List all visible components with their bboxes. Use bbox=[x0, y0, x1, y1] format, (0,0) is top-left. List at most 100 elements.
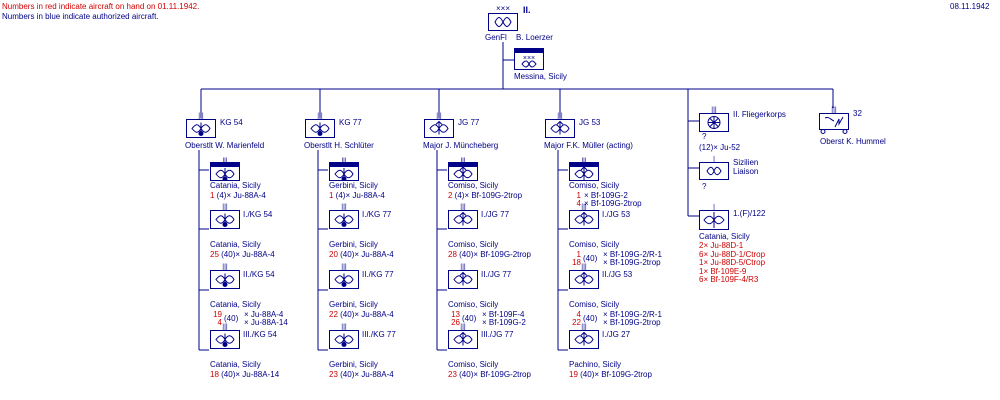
on-hand-count: 26 bbox=[451, 318, 460, 327]
recon-location: Catania, Sicily bbox=[699, 232, 750, 241]
unit-0-stab-location: Catania, Sicily bbox=[210, 181, 261, 190]
transport-unit-symbol: ||| bbox=[699, 107, 729, 132]
unit-1-stab-location: Gerbini, Sicily bbox=[329, 181, 378, 190]
corps-name: II. bbox=[523, 5, 531, 15]
unit-0-group-1-location: Catania, Sicily bbox=[210, 300, 261, 309]
svg-text:|: | bbox=[713, 204, 715, 211]
unit-0-group-1-name: II./KG 54 bbox=[243, 270, 275, 279]
unit-3-stab-symbol: III bbox=[569, 158, 599, 181]
corps-symbol: ××× bbox=[488, 4, 518, 31]
unit-3-group-0-aircraft-line: 1× Bf-109G-2/R-1 bbox=[569, 250, 662, 259]
unit-2-group-1-location: Comiso, Sicily bbox=[448, 300, 499, 309]
unit-1-group-2-symbol: ||| bbox=[329, 324, 359, 349]
unit-3-group-1-location: Comiso, Sicily bbox=[569, 300, 620, 309]
legend-blue-note: Numbers in blue indicate authorized airc… bbox=[2, 12, 159, 21]
on-hand-count: 22 bbox=[329, 310, 341, 319]
aircraft-type: × Bf-109G-2trop bbox=[603, 258, 661, 267]
unit-2-stab-location: Comiso, Sicily bbox=[448, 181, 499, 190]
aircraft-type: (40)× Ju-88A-14 bbox=[221, 370, 280, 379]
unit-3-group-2-aircraft: 19 (40)× Bf-109G-2trop bbox=[569, 370, 652, 379]
aircraft-type: (40)× Bf-109G-2trop bbox=[459, 370, 531, 379]
unit-2-stab-symbol: III bbox=[448, 158, 478, 181]
unit-0-symbol: ||| bbox=[186, 113, 216, 138]
recon-aircraft-line: 6× Bf-109F-4/R3 bbox=[699, 275, 759, 284]
unit-0-stab-aircraft: 1 (4)× Ju-88A-4 bbox=[210, 191, 266, 200]
svg-text:|||: ||| bbox=[317, 113, 323, 120]
on-hand-count: 18 bbox=[572, 258, 581, 267]
svg-text:III: III bbox=[581, 158, 586, 164]
unit-1-symbol: ||| bbox=[305, 113, 335, 138]
liaison-name-1: Sizilien bbox=[733, 158, 759, 167]
unit-0-group-2-name: III./KG 54 bbox=[243, 330, 277, 339]
svg-text:III: III bbox=[222, 158, 227, 164]
unit-1-stab-symbol: III bbox=[329, 158, 359, 181]
unit-3-group-1-authorized: (40) bbox=[583, 314, 598, 323]
aircraft-type: (40)× Bf-109G-2trop bbox=[459, 250, 531, 259]
chart-date: 08.11.1942 bbox=[950, 2, 990, 11]
unit-2-group-1-aircraft-line: 26× Bf-109G-2 bbox=[448, 318, 526, 327]
unit-2-group-0-symbol: ||| bbox=[448, 204, 478, 229]
unit-0-group-2-location: Catania, Sicily bbox=[210, 360, 261, 369]
svg-text:|||: ||| bbox=[460, 324, 466, 331]
unit-1-group-1-aircraft: 22 (40)× Ju-88A-4 bbox=[329, 310, 394, 319]
unit-0-group-0-symbol: ||| bbox=[210, 204, 240, 229]
svg-text:|||: ||| bbox=[198, 113, 204, 120]
svg-text:|: | bbox=[713, 156, 715, 163]
on-hand-count: 1 bbox=[576, 191, 581, 200]
on-hand-count: 1 bbox=[329, 191, 336, 200]
unit-2-group-2-aircraft: 23 (40)× Bf-109G-2trop bbox=[448, 370, 531, 379]
unit-0-group-0-aircraft: 25 (40)× Ju-88A-4 bbox=[210, 250, 275, 259]
unit-0-group-1-authorized: (40) bbox=[224, 314, 239, 323]
unit-1-stab-aircraft: 1 (4)× Ju-88A-4 bbox=[329, 191, 385, 200]
svg-text:|||: ||| bbox=[222, 264, 228, 271]
recon-aircraft-line: 1× Bf-109E-9 bbox=[699, 266, 747, 276]
unit-3-group-2-symbol: ||| bbox=[569, 324, 599, 349]
aircraft-type: (40)× Ju-88A-4 bbox=[340, 250, 394, 259]
unit-1-group-0-symbol: ||| bbox=[329, 204, 359, 229]
unit-1-group-1-symbol: ||| bbox=[329, 264, 359, 289]
on-hand-count: 18 bbox=[210, 370, 222, 379]
fliegerkorps-aircraft: (12)× Ju-52 bbox=[699, 143, 741, 152]
svg-text:|||: ||| bbox=[436, 113, 442, 120]
unit-0-name: KG 54 bbox=[220, 118, 243, 127]
svg-text:|||: ||| bbox=[460, 264, 466, 271]
aircraft-type: (40)× Ju-88A-4 bbox=[340, 370, 394, 379]
unit-0-group-2-symbol: ||| bbox=[210, 324, 240, 349]
unit-3-group-1-name: II./JG 53 bbox=[602, 270, 633, 279]
aircraft-type: (4)× Bf-109G-2trop bbox=[454, 191, 523, 200]
svg-text:|||: ||| bbox=[581, 204, 587, 211]
svg-text:|||: ||| bbox=[557, 113, 563, 120]
unit-1-group-0-location: Gerbini, Sicily bbox=[329, 240, 378, 249]
unit-0-group-0-name: I./KG 54 bbox=[243, 210, 273, 219]
unit-3-group-0-aircraft-line: 18 × Bf-109G-2trop bbox=[569, 258, 661, 267]
on-hand-count: 22 bbox=[572, 318, 581, 327]
recon-aircraft-line: 1× Ju-88D-5/Ctrop bbox=[699, 258, 766, 267]
unit-3-group-1-aircraft-line: 22× Bf-109G-2trop bbox=[569, 318, 661, 327]
unit-2-group-1-name: II./JG 77 bbox=[481, 270, 512, 279]
on-hand-count: 4 bbox=[576, 310, 581, 319]
on-hand-count: 23 bbox=[329, 370, 341, 379]
svg-text:|||: ||| bbox=[222, 324, 228, 331]
on-hand-count: 4 bbox=[576, 199, 581, 208]
aircraft-type: × Bf-109G-2trop bbox=[584, 199, 642, 208]
aircraft-type: × Bf-109G-2/R-1 bbox=[603, 310, 662, 319]
legend-red-note: Numbers in red indicate aircraft on hand… bbox=[2, 2, 200, 11]
unit-3-name: JG 53 bbox=[579, 118, 601, 127]
svg-text:|||: ||| bbox=[341, 204, 347, 211]
aircraft-type: × Ju-88A-4 bbox=[244, 310, 284, 319]
corps-commander-rank: GenFl bbox=[485, 33, 507, 42]
corps-commander-name: B. Loerzer bbox=[516, 33, 553, 42]
on-hand-count: 19 bbox=[569, 370, 581, 379]
unit-3-stab-location: Comiso, Sicily bbox=[569, 181, 620, 190]
svg-text:|||: ||| bbox=[581, 324, 587, 331]
recon-aircraft-line: 6× Ju-88D-1/Ctrop bbox=[699, 249, 766, 259]
aircraft-type: × Ju-88A-14 bbox=[244, 318, 288, 327]
svg-text:|||: ||| bbox=[711, 107, 717, 114]
unit-2-group-0-name: I./JG 77 bbox=[481, 210, 510, 219]
aircraft-type: (4)× Ju-88A-4 bbox=[335, 191, 385, 200]
unit-0-stab-symbol: III bbox=[210, 158, 240, 181]
unit-3-group-0-symbol: ||| bbox=[569, 204, 599, 229]
aircraft-type: (4)× Ju-88A-4 bbox=[216, 191, 266, 200]
svg-text:|||: ||| bbox=[460, 204, 466, 211]
